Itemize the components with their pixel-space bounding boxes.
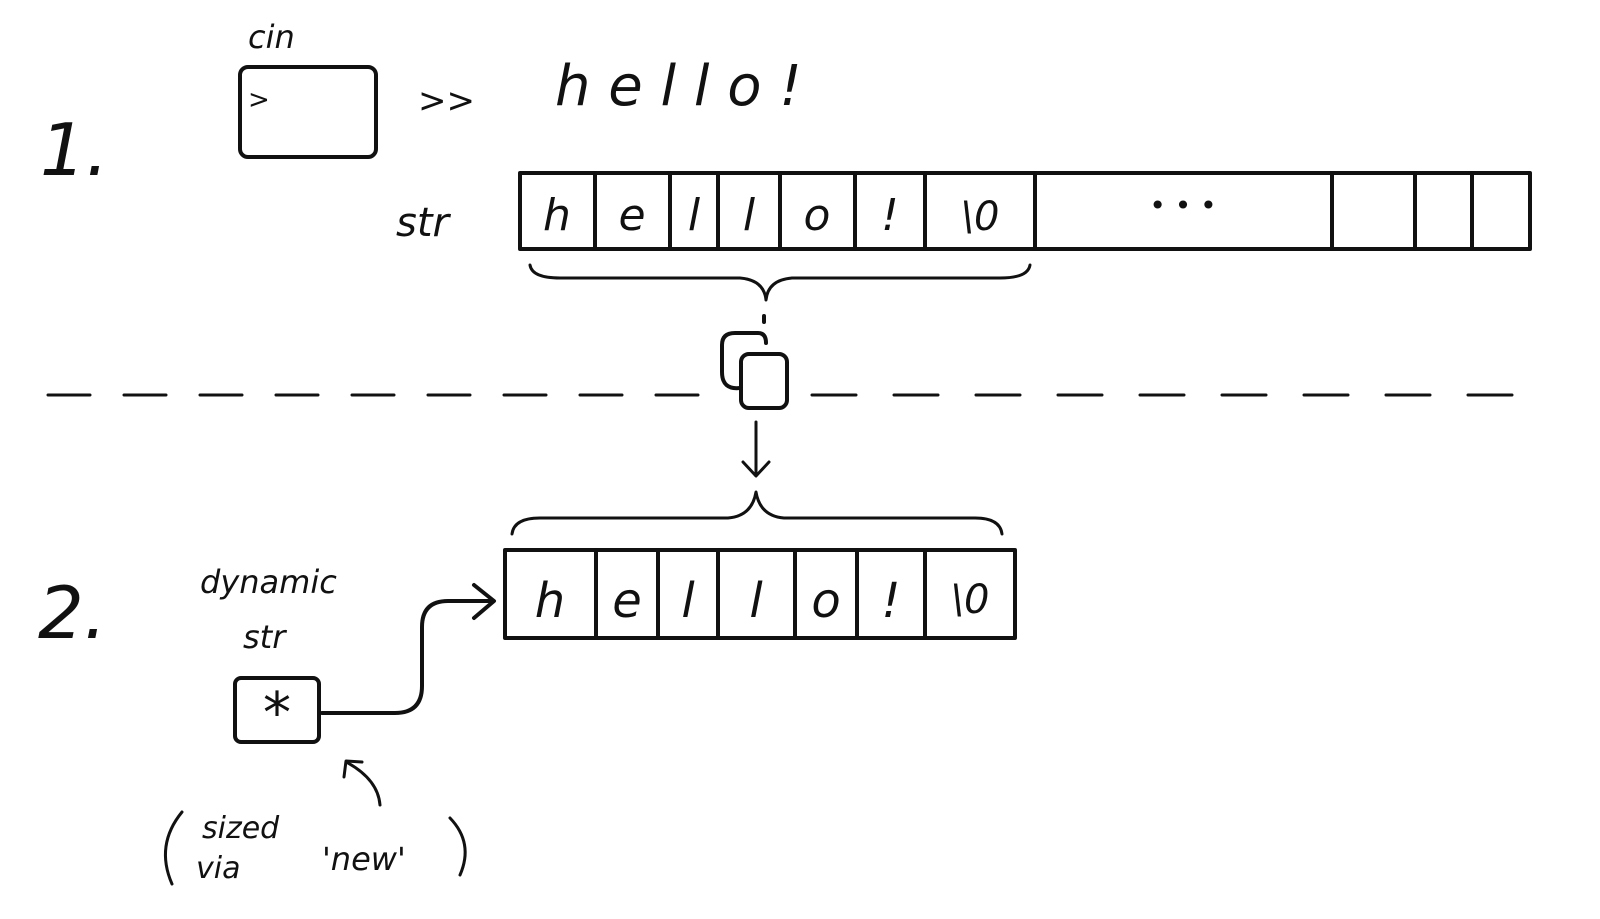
str-cell-4: o — [804, 190, 831, 241]
str-cell-1: e — [618, 190, 645, 241]
dynamic-cell-2: l — [681, 573, 695, 629]
dynamic-array-dividers — [594, 548, 927, 640]
step2-number: 2. — [38, 571, 107, 655]
str-cell-5: ! — [881, 190, 899, 241]
copied-portion-brace — [510, 490, 1004, 536]
note-arrow — [342, 759, 382, 807]
str-array-buffer — [518, 171, 1532, 251]
str-array-label: str — [396, 200, 452, 246]
dynamic-array-buffer — [503, 548, 1017, 640]
allocation-note: sized via 'new' — [163, 810, 467, 886]
dynamic-cell-1: e — [612, 573, 642, 629]
used-portion-brace — [528, 263, 1032, 302]
dynamic-cell-6: \0 — [951, 577, 990, 623]
str-cell-6: \0 — [961, 194, 1000, 240]
cin-stream-box — [238, 65, 378, 159]
dynamic-cell-0: h — [535, 573, 565, 629]
note-quote: 'new' — [322, 840, 406, 878]
note-line1: sized — [202, 811, 280, 846]
extraction-operator: >> — [418, 81, 475, 121]
dynamic-cell-4: o — [811, 573, 840, 629]
input-text: h e l l o ! — [555, 54, 802, 119]
dynamic-str-label-line2: str — [243, 618, 287, 656]
str-array-dividers — [593, 171, 1474, 251]
dynamic-str-label-line1: dynamic — [200, 563, 337, 601]
str-ellipsis: • • • — [1149, 189, 1216, 222]
pointer-symbol: * — [263, 681, 291, 746]
str-cell-0: h — [543, 190, 571, 241]
dynamic-str-pointer-box — [233, 676, 321, 744]
str-cell-3: l — [743, 190, 756, 241]
cin-label: cin — [248, 18, 295, 56]
dynamic-cell-5: ! — [881, 573, 900, 629]
copy-icon — [720, 314, 789, 410]
dynamic-cell-3: l — [749, 573, 763, 629]
cin-prompt: > — [248, 85, 270, 115]
copy-down-arrow — [741, 420, 771, 478]
step1-number: 1. — [40, 108, 109, 192]
str-cell-2: l — [688, 190, 701, 241]
pointer-arrow — [320, 583, 496, 715]
note-line2: via — [196, 851, 240, 886]
